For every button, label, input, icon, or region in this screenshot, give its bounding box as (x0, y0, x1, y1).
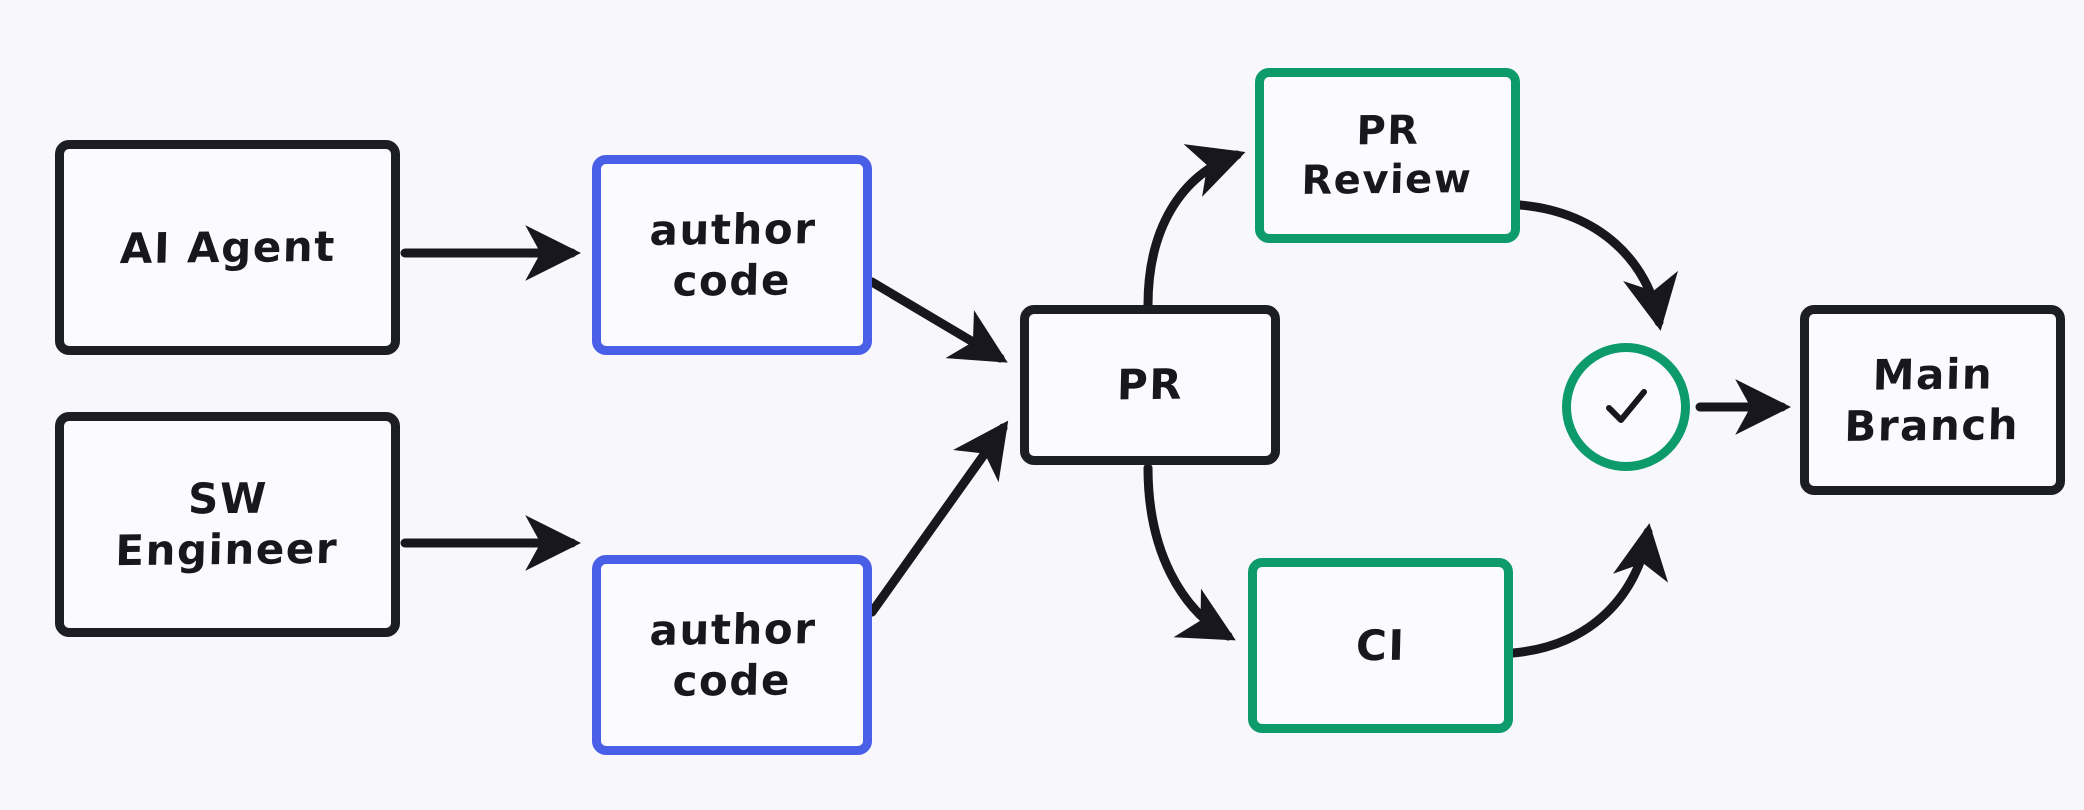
node-label: PR Review (1300, 107, 1473, 204)
node-label: CI (1355, 620, 1406, 671)
node-pr[interactable]: PR (1020, 305, 1280, 465)
node-ci[interactable]: CI (1248, 558, 1513, 733)
node-main-branch[interactable]: Main Branch (1800, 305, 2065, 495)
edge-ci-to-check (1508, 523, 1669, 658)
node-label: AI Agent (118, 221, 337, 274)
node-author-code-agent[interactable]: author code (592, 155, 872, 355)
node-label: author code (648, 603, 817, 706)
node-author-code-engineer[interactable]: author code (592, 555, 872, 755)
edge-pr-to-pr-review (1143, 144, 1246, 310)
node-label: Main Branch (1843, 349, 2020, 451)
check-icon (1606, 389, 1647, 423)
node-sw-engineer[interactable]: SW Engineer (55, 412, 400, 637)
edge-pr-review-to-check (1515, 200, 1678, 331)
node-label: PR (1116, 360, 1184, 410)
merge-check-gate[interactable] (1562, 343, 1690, 471)
edge-author-code-1-to-pr (867, 277, 1008, 363)
node-label: author code (648, 203, 817, 306)
node-ai-agent[interactable]: AI Agent (55, 140, 400, 355)
node-label: SW Engineer (114, 473, 339, 576)
edge-pr-to-ci (1143, 463, 1236, 641)
edge-author-code-2-to-pr (867, 420, 1009, 617)
node-pr-review[interactable]: PR Review (1255, 68, 1520, 243)
